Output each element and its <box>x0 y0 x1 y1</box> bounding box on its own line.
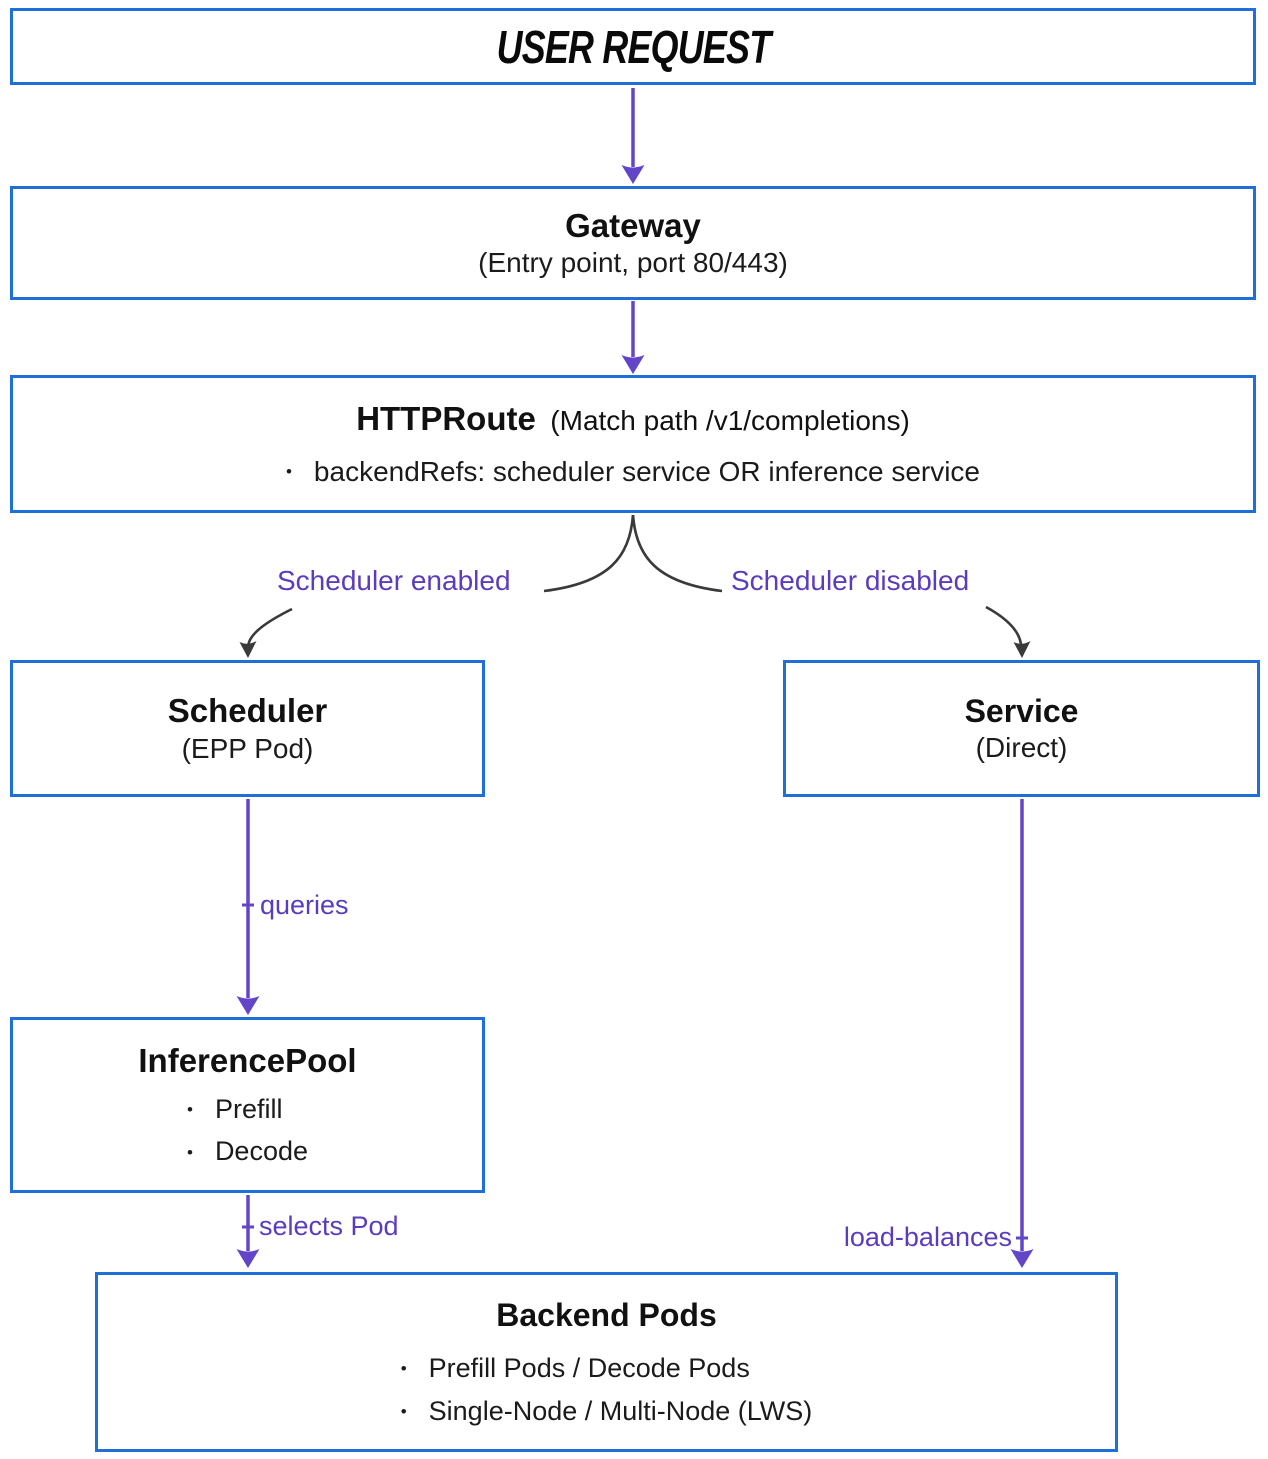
inference-pool-title: InferencePool <box>138 1041 357 1079</box>
backend-pods-bullet-list: • Prefill Pods / Decode Pods • Single-No… <box>401 1352 813 1429</box>
service-subtitle: (Direct) <box>975 732 1068 764</box>
inference-pool-bullet-text: Prefill <box>214 1093 283 1124</box>
backend-pods-bullet-text: Prefill Pods / Decode Pods <box>428 1352 750 1383</box>
bullet-dot-icon: • <box>400 1402 407 1422</box>
scheduler-box: Scheduler (EPP Pod) <box>10 660 485 797</box>
backend-pods-bullet: • Single-Node / Multi-Node (LWS) <box>401 1395 813 1429</box>
backend-pods-title: Backend Pods <box>496 1296 717 1333</box>
branch-fork-lines <box>543 514 723 593</box>
httproute-title-line: HTTPRoute (Match path /v1/completions) <box>356 399 910 439</box>
httproute-bullet-text: backendRefs: scheduler service OR infere… <box>313 456 981 488</box>
service-title: Service <box>964 692 1079 729</box>
backend-pods-box: Backend Pods • Prefill Pods / Decode Pod… <box>95 1272 1118 1452</box>
httproute-bullet-list: • backendRefs: scheduler service OR infe… <box>286 454 980 489</box>
branch-label-scheduler-enabled: Scheduler enabled <box>277 565 511 596</box>
bullet-dot-icon: • <box>285 462 292 482</box>
arrow-inferencepool-to-backendpods <box>236 1195 260 1268</box>
scheduler-subtitle: (EPP Pod) <box>181 732 314 764</box>
inference-pool-bullet-list: • Prefill • Decode <box>187 1093 308 1170</box>
gateway-title: Gateway <box>565 206 701 244</box>
arrow-user-request-to-gateway <box>621 88 645 184</box>
gateway-subtitle: (Entry point, port 80/443) <box>478 247 788 279</box>
arrow-scheduler-to-inferencepool <box>236 799 260 1015</box>
httproute-bullet: • backendRefs: scheduler service OR infe… <box>286 454 980 489</box>
branch-label-scheduler-disabled: Scheduler disabled <box>731 565 970 596</box>
httproute-title-suffix: (Match path /v1/completions) <box>550 404 910 436</box>
edge-label-queries: queries <box>260 890 349 920</box>
bullet-dot-icon: • <box>400 1359 407 1379</box>
edge-label-load-balances: load-balances <box>843 1222 1012 1252</box>
user-request-title: USER REQUEST <box>496 20 771 73</box>
httproute-title: HTTPRoute <box>356 399 536 437</box>
backend-pods-bullet-text: Single-Node / Multi-Node (LWS) <box>428 1395 813 1426</box>
bullet-dot-icon: • <box>186 1099 193 1119</box>
user-request-box: USER REQUEST <box>10 8 1256 85</box>
service-box: Service (Direct) <box>783 660 1260 797</box>
bullet-dot-icon: • <box>186 1142 193 1162</box>
inference-pool-bullet: • Prefill <box>187 1093 282 1127</box>
gateway-box: Gateway (Entry point, port 80/443) <box>10 186 1256 300</box>
edge-label-selects-pod: selects Pod <box>259 1211 399 1241</box>
arrow-branch-to-scheduler <box>239 607 293 658</box>
inference-pool-bullet: • Decode <box>187 1135 308 1169</box>
httproute-box: HTTPRoute (Match path /v1/completions) •… <box>10 375 1256 513</box>
arrow-branch-to-service <box>985 605 1031 658</box>
arrow-service-to-backendpods <box>1010 799 1034 1268</box>
inference-pool-bullet-text: Decode <box>214 1136 309 1167</box>
backend-pods-bullet: • Prefill Pods / Decode Pods <box>401 1352 750 1386</box>
arrow-gateway-to-httproute <box>621 301 645 374</box>
scheduler-title: Scheduler <box>167 692 328 730</box>
inference-pool-box: InferencePool • Prefill • Decode <box>10 1017 485 1193</box>
